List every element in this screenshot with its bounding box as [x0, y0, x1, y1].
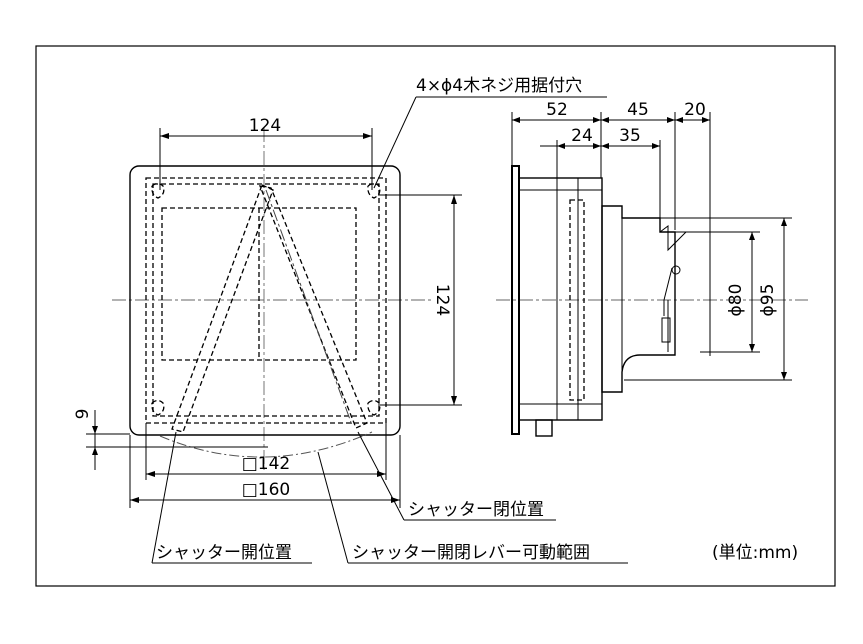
mount-hole-marks: [151, 182, 381, 416]
drawing-frame: [35, 45, 836, 587]
front-view: 124 124 9 □142 □160: [73, 116, 462, 508]
dim-square-160: □160: [242, 480, 291, 500]
label-unit: (単位:mm): [712, 543, 798, 563]
dim-top-124: 124: [249, 116, 281, 136]
dim-phi80: ϕ80: [726, 284, 746, 317]
dim-phi95: ϕ95: [758, 284, 778, 317]
dim-square-142: □142: [242, 454, 291, 474]
dim-right-124: 124: [432, 284, 452, 316]
dim-left-9: 9: [73, 409, 93, 420]
front-outer-plate: [129, 165, 401, 436]
side-view: 52 45 20 24 35 ϕ80 ϕ95: [496, 100, 808, 437]
dim-52: 52: [546, 100, 568, 120]
label-shutter-open: シャッター開位置: [156, 543, 292, 563]
dim-20: 20: [684, 100, 706, 120]
shutter-lever: [171, 184, 368, 433]
dim-24: 24: [571, 126, 593, 146]
dim-35: 35: [619, 126, 641, 146]
label-shutter-closed: シャッター閉位置: [408, 500, 544, 520]
lever-range-arc: [159, 431, 373, 458]
annotation-leaders: [151, 96, 628, 564]
label-lever-range: シャッター開閉レバー可動範囲: [352, 543, 590, 563]
dim-45: 45: [627, 100, 649, 120]
label-mount-holes: 4×ϕ4木ネジ用据付穴: [416, 76, 582, 96]
